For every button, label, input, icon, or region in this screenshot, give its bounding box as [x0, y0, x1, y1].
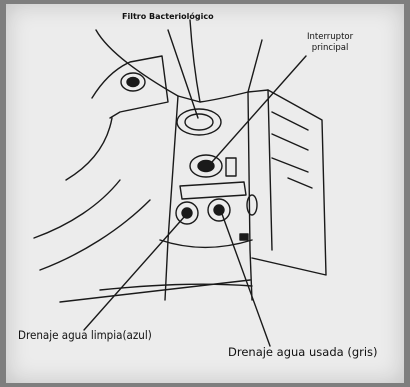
console-arm	[96, 30, 262, 102]
bacterial-filter	[177, 109, 221, 135]
right-vent-3	[272, 158, 308, 172]
right-vent-1	[272, 112, 308, 130]
used-drain-connector-inner	[214, 205, 224, 215]
right-vent-4	[288, 178, 312, 188]
switch-indicator	[226, 158, 236, 176]
used-water-drain-label: Drenaje agua usada (gris)	[228, 345, 378, 359]
right-door-edge	[268, 90, 272, 250]
leader-base	[60, 280, 250, 302]
leader-clean-drain	[84, 216, 185, 330]
base-front	[160, 240, 252, 248]
body-left-curve-2	[34, 180, 120, 238]
door-latch	[247, 195, 257, 215]
console-arm-inner	[190, 20, 200, 102]
main-switch-label-line2: principal	[307, 43, 353, 54]
right-vent-2	[272, 134, 308, 150]
bacterial-filter-inner	[185, 114, 213, 130]
center-column	[165, 96, 178, 300]
main-switch-label: Interruptor principal	[307, 32, 353, 54]
door-hinge	[240, 234, 248, 240]
clean-water-drain-label: Drenaje agua limpia(azul)	[18, 328, 152, 342]
body-left-curve	[40, 200, 150, 270]
bacterial-filter-label: Filtro Bacteriológico	[122, 12, 214, 21]
right-door	[248, 90, 326, 275]
body-left-lower	[66, 118, 112, 180]
side-socket-inner	[127, 78, 139, 87]
main-switch-label-line1: Interruptor	[307, 32, 353, 43]
drain-panel	[180, 182, 246, 199]
clean-drain-connector-inner	[182, 208, 192, 218]
leader-filter	[168, 30, 198, 118]
leader-switch	[212, 56, 306, 162]
